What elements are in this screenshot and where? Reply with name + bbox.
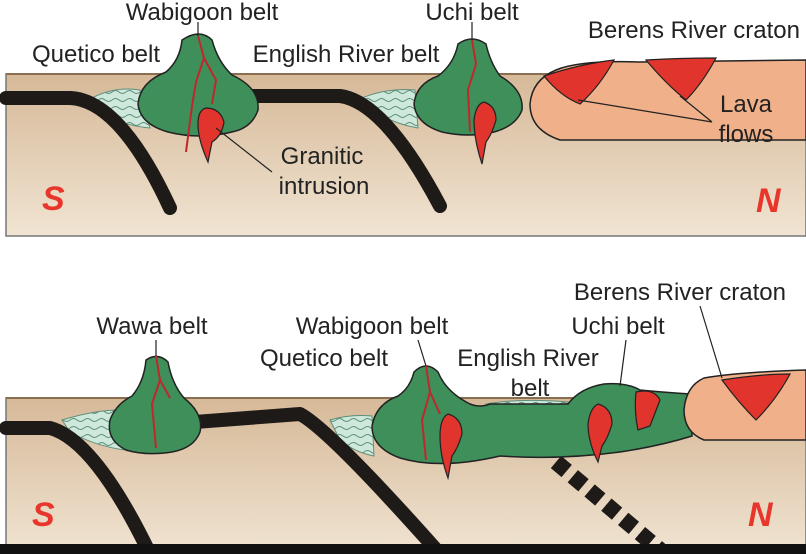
bottom-wawa-dikes bbox=[150, 355, 171, 449]
top-label-uchi-belt: Uchi belt bbox=[425, 0, 519, 26]
top-slab-middle bbox=[243, 89, 447, 213]
bottom-label-wabigoon-belt: Wabigoon belt bbox=[296, 313, 449, 340]
top-label-south: S bbox=[42, 180, 65, 218]
top-panel: Wabigoon belt Uchi belt Quetico belt Eng… bbox=[0, 0, 806, 237]
bottom-wabigoon-dikes bbox=[420, 365, 441, 461]
top-label-wabigoon-belt: Wabigoon belt bbox=[126, 0, 279, 26]
top-granitic-leader bbox=[215, 127, 273, 173]
bottom-label-english-river: English River bbox=[457, 345, 598, 372]
bottom-wawa-belt bbox=[108, 355, 202, 455]
top-lava-flow-2 bbox=[644, 57, 718, 101]
bottom-granite-2 bbox=[587, 403, 613, 464]
top-label-english-river-belt: English River belt bbox=[253, 41, 440, 68]
bottom-label-english-river-belt: belt bbox=[511, 375, 550, 402]
bottom-slab-south bbox=[0, 421, 157, 554]
top-granitic-intrusion bbox=[197, 107, 225, 164]
top-lava-leader bbox=[577, 95, 713, 123]
top-label-berens-river-craton: Berens River craton bbox=[588, 17, 800, 44]
bottom-wabigoon-leader bbox=[417, 339, 427, 367]
bottom-label-wawa-belt: Wawa belt bbox=[96, 313, 207, 340]
top-label-lava: Lava bbox=[720, 91, 773, 118]
top-label-granitic: Granitic bbox=[281, 143, 364, 170]
top-label-flows: flows bbox=[719, 121, 774, 148]
bottom-label-berens-river-craton: Berens River craton bbox=[574, 279, 786, 306]
top-label-north: N bbox=[756, 182, 782, 220]
top-uchi-granite bbox=[473, 101, 497, 165]
top-uchi-dikes bbox=[466, 39, 478, 133]
bottom-granite-1 bbox=[439, 413, 463, 481]
top-wabigoon-belt bbox=[137, 33, 259, 137]
bottom-label-north: N bbox=[748, 496, 774, 534]
top-lava-flow-1 bbox=[542, 59, 616, 105]
bottom-slab-dashed bbox=[550, 455, 666, 554]
bottom-label-quetico-belt: Quetico belt bbox=[260, 345, 388, 372]
top-wabigoon-dikes bbox=[185, 35, 218, 153]
bottom-label-uchi-belt: Uchi belt bbox=[571, 313, 665, 340]
bottom-lava-flow bbox=[720, 373, 792, 421]
top-slab-south bbox=[0, 91, 177, 215]
top-label-quetico-belt: Quetico belt bbox=[32, 41, 160, 68]
bottom-uchi-granite bbox=[634, 390, 661, 431]
bottom-edge-bar bbox=[0, 544, 806, 554]
bottom-berens-leader bbox=[699, 305, 723, 379]
bottom-panel: Berens River craton Wawa belt Wabigoon b… bbox=[0, 279, 806, 554]
bottom-label-south: S bbox=[32, 496, 55, 534]
top-label-intrusion: intrusion bbox=[279, 173, 370, 200]
bottom-uchi-leader bbox=[619, 339, 627, 387]
bottom-slab-middle bbox=[188, 407, 447, 554]
